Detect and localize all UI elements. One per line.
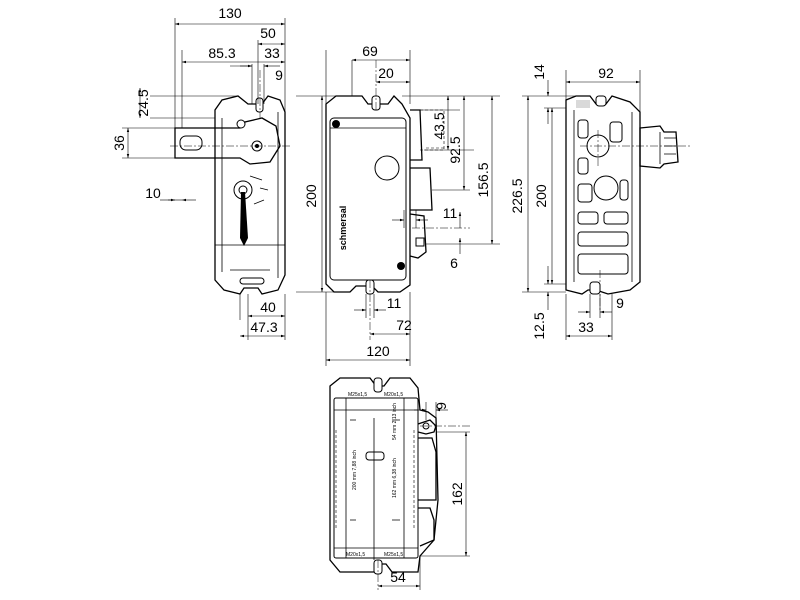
dim-200: 200: [303, 184, 319, 208]
latch-hook: [417, 419, 437, 435]
side-module: [418, 437, 437, 501]
dim-92: 92: [598, 65, 614, 81]
cable-entry: [593, 175, 619, 201]
cover-screw: [332, 120, 340, 128]
dimension-note: 200 mm 7,88 inch: [352, 450, 358, 490]
dim-40: 40: [260, 299, 276, 315]
housing-outline: [325, 95, 411, 293]
dim-12-5: 12.5: [531, 312, 547, 339]
thread-label: M20x1,5: [384, 392, 403, 398]
thread-label: M25x1,5: [384, 552, 403, 558]
release-lever: [240, 192, 248, 246]
dim-156-5: 156.5: [475, 162, 491, 197]
actuator-head: [639, 125, 679, 169]
dim-33: 33: [264, 45, 280, 61]
thread-label: M25x1,5: [348, 392, 367, 398]
housing-outline: [214, 95, 286, 295]
dim-92-5: 92.5: [447, 136, 463, 163]
mounting-slot: [239, 277, 265, 285]
dim-11-bottom: 11: [387, 295, 402, 311]
cover-screw: [397, 262, 405, 270]
dim-50: 50: [260, 25, 276, 41]
rear-view: M25x1,5 M20x1,5 M20x1,5 M25x1,5 54 mm 2,…: [329, 377, 470, 590]
dim-9: 9: [433, 402, 449, 410]
side-view-right: 14 92 226.5 200 12.5 9 33: [509, 64, 690, 340]
brand-logo: schmersal: [338, 206, 348, 251]
mounting-slot: [595, 95, 607, 107]
dim-11: 11: [443, 205, 458, 221]
dim-72: 72: [396, 317, 412, 333]
mounting-slot: [373, 377, 383, 393]
housing-face: [329, 117, 407, 281]
dimension-note: 54 mm 2,13 inch: [392, 403, 398, 440]
dim-69: 69: [362, 43, 378, 59]
dim-226-5: 226.5: [509, 178, 525, 213]
base-plate: [333, 397, 419, 559]
dim-9: 9: [275, 67, 283, 83]
actuator-slot: [179, 135, 203, 151]
dim-85-3: 85.3: [208, 45, 235, 61]
dim-10: 10: [145, 185, 161, 201]
dimension-note: 162 mm 6,38 inch: [392, 458, 398, 498]
dim-162: 162: [449, 482, 465, 506]
dim-47-3: 47.3: [250, 319, 277, 335]
dim-33: 33: [578, 319, 594, 335]
dim-24-5: 24.5: [135, 89, 151, 116]
dim-43-5: 43.5: [431, 112, 447, 139]
dim-9: 9: [616, 295, 624, 311]
front-view: schmersal 6: [296, 43, 500, 366]
side-module: [410, 109, 423, 161]
side-module: [410, 167, 433, 211]
side-module: [418, 507, 435, 547]
dim-200: 200: [533, 184, 549, 208]
dim-20: 20: [378, 65, 394, 81]
mounting-slot: [589, 281, 601, 295]
dim-36: 36: [111, 135, 127, 151]
actuator-opening: [374, 155, 400, 181]
dim-6: 6: [450, 255, 458, 271]
thread-label: M20x1,5: [346, 552, 365, 558]
side-view-left: 130 50 85.3 33 9 24.5 36 10 40 47.3: [111, 5, 290, 340]
mounting-slot: [255, 97, 264, 113]
dim-54: 54: [390, 569, 406, 585]
dim-130: 130: [218, 5, 242, 21]
dim-14: 14: [531, 64, 547, 80]
latch: [409, 213, 427, 259]
dim-120: 120: [366, 343, 390, 359]
